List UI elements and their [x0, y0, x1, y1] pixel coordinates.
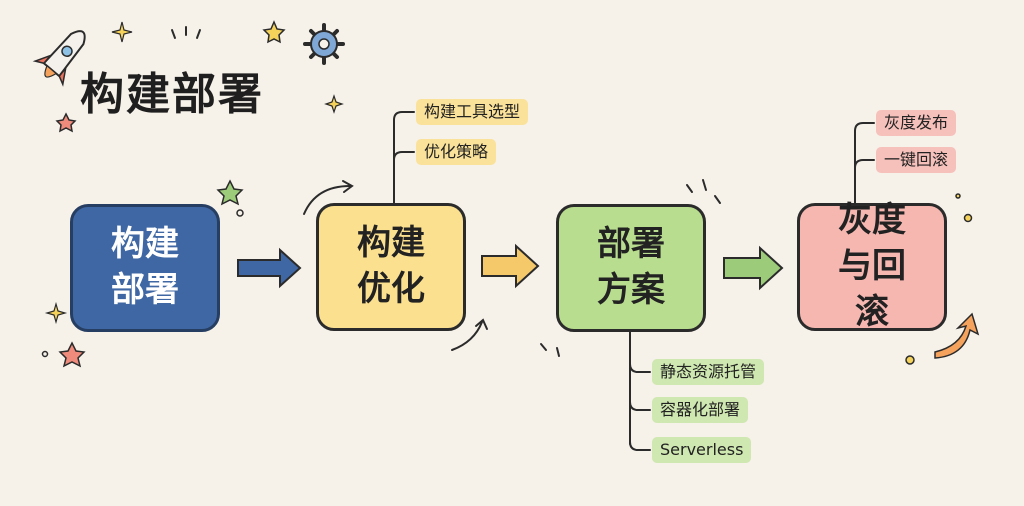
page-title: 构建部署	[80, 69, 264, 120]
step-build-optimize[interactable]: 构建优化	[316, 203, 466, 331]
arrow-step2-to-step3	[481, 243, 540, 289]
branch-tag-build-tool: 构建工具选型	[416, 99, 529, 125]
branch-tag-gray-release: 灰度发布	[876, 110, 957, 136]
sparkle-icon	[44, 21, 344, 325]
arrow-step3-to-step4	[723, 245, 784, 291]
branch-tag-optimize-strategy: 优化策略	[416, 139, 497, 165]
branch-tag-serverless: Serverless	[652, 437, 752, 463]
branch-tag-container-deploy: 容器化部署	[652, 397, 749, 423]
branch-tag-static-hosting: 静态资源托管	[652, 359, 765, 385]
step-deploy-plan[interactable]: 部署方案	[556, 204, 706, 332]
rocket-icon	[32, 30, 86, 87]
step-gray-rollback[interactable]: 灰度与回滚	[797, 200, 947, 332]
arrow-step1-to-step2	[237, 247, 302, 289]
step-gray-rollback-label: 灰度与回滚	[838, 200, 906, 332]
step-deploy-plan-label: 部署方案	[597, 224, 665, 310]
step-build-deploy-label: 构建部署	[111, 224, 179, 310]
step-build-deploy[interactable]: 构建部署	[70, 204, 220, 332]
branch-tag-one-click-rollback: 一键回滚	[876, 147, 957, 173]
star-icon	[55, 20, 286, 368]
step-build-optimize-label: 构建优化	[357, 223, 425, 309]
gear-icon	[303, 23, 345, 65]
